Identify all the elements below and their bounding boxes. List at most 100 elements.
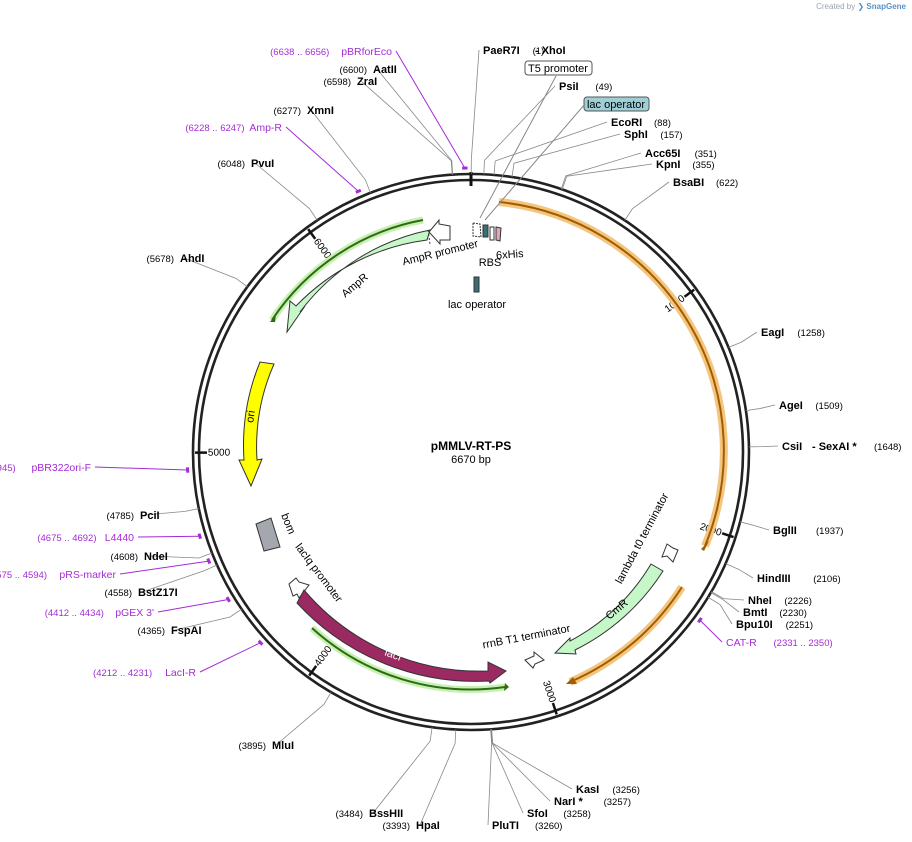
- cmr-feature: [553, 563, 664, 655]
- site-leader-line: [487, 729, 493, 826]
- site-label-bglii: BglII: [773, 525, 797, 537]
- site-position-csii: (1648): [874, 442, 901, 453]
- site-leader-line: [470, 49, 480, 175]
- site-leader-line: [748, 445, 779, 448]
- site-leader-line: [372, 727, 433, 814]
- site-label-xmni: XmnI: [307, 105, 334, 117]
- sixhis-label: 6xHis: [496, 248, 525, 262]
- lac-operator-inner-label: lac operator: [448, 299, 506, 311]
- credit-brand: SnapGene: [866, 2, 906, 11]
- site-position-bsshii: (3484): [336, 809, 363, 820]
- site-leader-line: [561, 163, 653, 190]
- rrnb-label: rrnB T1 terminator: [482, 623, 572, 652]
- site-leader-line: [174, 608, 242, 631]
- ampr-feature: [286, 229, 431, 334]
- site-leader-line: [711, 591, 745, 601]
- site-leader-line: [493, 121, 608, 175]
- ori-label: ori: [244, 410, 258, 424]
- site-label-bstz17i: BstZ17I: [138, 587, 178, 599]
- site-label-agei: AgeI: [779, 400, 803, 412]
- lac-operator-box: [583, 96, 650, 112]
- site-label-bsshii: BssHII: [369, 808, 403, 820]
- site-position-aatii: (6600): [340, 65, 367, 76]
- site-label-bsabi: BsaBI: [673, 177, 704, 189]
- plasmid-name: pMMLV-RT-PS: [431, 439, 511, 453]
- site-label-pluti: PluTI: [492, 820, 519, 832]
- site-position-acc65i: (351): [695, 149, 717, 160]
- site-label-xhoi: - XhoI: [535, 45, 566, 57]
- site-position-xmni: (6277): [274, 106, 301, 117]
- primer-range-pgex3: (4412 .. 4434): [45, 608, 104, 619]
- site-label-eagi: EagI: [761, 327, 784, 339]
- site-position-pluti: (3260): [535, 821, 562, 832]
- site-position-sfoi: (3258): [563, 809, 590, 820]
- site-leader-line: [745, 404, 776, 412]
- lac-operator-label: lac operator: [587, 99, 645, 111]
- primer-mark: [225, 596, 231, 603]
- site-leader-line: [141, 564, 218, 593]
- t5-promoter-feature: [472, 222, 482, 238]
- site-label-pcii: PciI: [140, 510, 160, 522]
- site-leader-line: [739, 521, 770, 531]
- site-label-ahdi: AhdI: [180, 253, 204, 265]
- primer-label-pbr322ori-f: pBR322ori-F: [31, 462, 91, 474]
- scale-tick: [721, 532, 734, 539]
- site-position-bstz17i: (4558): [105, 588, 132, 599]
- primer-label-prs-marker: pRS-marker: [59, 569, 116, 581]
- site-leader-line: [147, 552, 213, 559]
- primer-leader-line: [137, 535, 200, 538]
- site-position-bmti: (2230): [779, 608, 806, 619]
- site-label-bmti: BmtI: [743, 607, 767, 619]
- site-position-kpni: (355): [692, 160, 714, 171]
- scale-tick: [551, 702, 558, 715]
- site-position-nhei: (2226): [784, 596, 811, 607]
- primer-leader-line: [395, 50, 466, 169]
- site-leader-line: [143, 508, 199, 516]
- ampr-orf-arrowhead: [270, 314, 276, 322]
- mmlv-orf-halo: [498, 198, 728, 548]
- site-leader-line: [728, 331, 758, 348]
- t5-promoter-box: [524, 60, 593, 76]
- site-leader-line: [360, 80, 453, 175]
- primer-range-laci-r: (4212 .. 4231): [93, 668, 152, 679]
- site-leader-line: [707, 596, 733, 625]
- laci-orf-arrowhead: [504, 683, 509, 691]
- site-leader-line: [491, 729, 551, 802]
- site-leader-line: [254, 162, 318, 221]
- primer-label-pgex3: pGEX 3': [115, 607, 154, 619]
- site-label-kasi: KasI: [576, 784, 599, 796]
- rrnb-terminator-arrow: [524, 650, 545, 669]
- site-position-sphi: (157): [660, 130, 682, 141]
- primer-leader-line: [699, 619, 723, 643]
- lac-operator-inner: [473, 276, 480, 293]
- sixhis-feature: [495, 226, 502, 242]
- site-label-mlui: MluI: [272, 740, 294, 752]
- primer-leader-line: [94, 466, 188, 471]
- site-label-fspai: FspAI: [171, 625, 202, 637]
- site-position-eagi: (1258): [797, 328, 824, 339]
- site-position-nari: (3257): [604, 797, 631, 808]
- primer-range-pbrforeco: (6638 .. 6656): [270, 47, 329, 58]
- scale-tick: [307, 228, 317, 240]
- primer-label-cat-r: CAT-R: [726, 637, 757, 649]
- site-leader-line: [491, 729, 573, 790]
- snapgene-credit: Created by ❯ SnapGene: [816, 2, 906, 11]
- site-label-kpni: KpnI: [656, 159, 680, 171]
- site-position-hindiii: (2106): [813, 574, 840, 585]
- primer-leader-line: [119, 560, 209, 575]
- primer-mark: [197, 533, 203, 540]
- primer-label-pbrforeco: pBRforEco: [341, 46, 392, 58]
- site-label-csii: CsiI: [782, 441, 802, 453]
- laci-label: lacI: [383, 647, 403, 664]
- site-leader-line: [310, 109, 371, 193]
- site-label-ecori: EcoRI: [611, 117, 642, 129]
- site-leader-line: [419, 729, 457, 826]
- site-label-acc65i: Acc65I: [645, 148, 680, 160]
- primer-mark: [355, 188, 362, 194]
- primer-range-l4440: (4675 .. 4692): [37, 533, 96, 544]
- site-label-hindiii: HindIII: [757, 573, 791, 585]
- site-label-paer7i: PaeR7I: [483, 45, 520, 57]
- mmlv-orf-arrowhead: [701, 541, 709, 551]
- scale-tick-label: 3000: [540, 679, 557, 704]
